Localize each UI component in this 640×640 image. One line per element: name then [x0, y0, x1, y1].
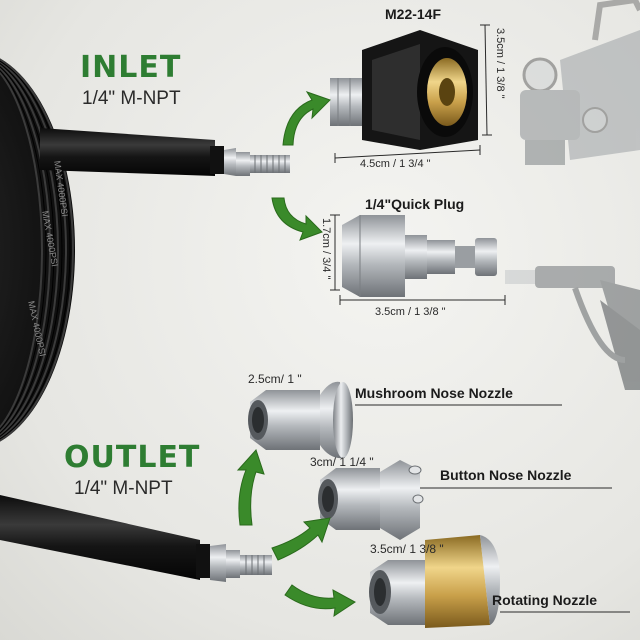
quick-plug-label: 1/4"Quick Plug: [365, 196, 465, 212]
outlet-thread: 1/4" M-NPT: [74, 478, 173, 499]
inlet-hose: [40, 128, 290, 176]
inlet-title: INLET: [80, 50, 182, 85]
button-size-label: 3cm/ 1 1/4 ": [310, 455, 374, 469]
hose-coil: [0, 58, 75, 442]
arrow-to-quick-plug: [271, 197, 323, 241]
mushroom-size-label: 2.5cm/ 1 ": [248, 372, 302, 386]
dimension-lines: [330, 24, 630, 613]
rotating-label: Rotating Nozzle: [492, 592, 597, 608]
arrow-outlet-up: [236, 449, 265, 526]
m22-label: M22-14F: [385, 6, 442, 22]
m22-width-label: 4.5cm / 1 3/4 ": [360, 158, 431, 170]
quick-plug-fitting: [342, 215, 497, 297]
inlet-thread: 1/4" M-NPT: [82, 88, 181, 109]
mushroom-nozzle: [248, 381, 353, 459]
arrow-to-button: [271, 517, 331, 561]
quick-plug-width-label: 3.5cm / 1 3/8 ": [375, 306, 446, 318]
m22-height-label: 3.5cm / 1 3/8 ": [494, 28, 506, 99]
spray-gun: [505, 266, 640, 390]
rotating-nozzle: [369, 535, 500, 628]
quick-plug-height-label: 1.7cm / 3/4 ": [320, 218, 332, 280]
m22-14f-fitting: [330, 30, 478, 150]
arrow-to-rotating: [284, 584, 356, 618]
outlet-title: OUTLET: [64, 440, 201, 475]
pressure-washer-machine: [520, 0, 640, 165]
rotating-size-label: 3.5cm/ 1 3/8 ": [370, 542, 444, 556]
button-nozzle: [318, 460, 424, 540]
button-label: Button Nose Nozzle: [440, 467, 572, 483]
arrows: [236, 91, 356, 618]
mushroom-label: Mushroom Nose Nozzle: [355, 385, 513, 401]
outlet-hose: [0, 495, 272, 582]
arrow-to-m22: [282, 91, 331, 146]
